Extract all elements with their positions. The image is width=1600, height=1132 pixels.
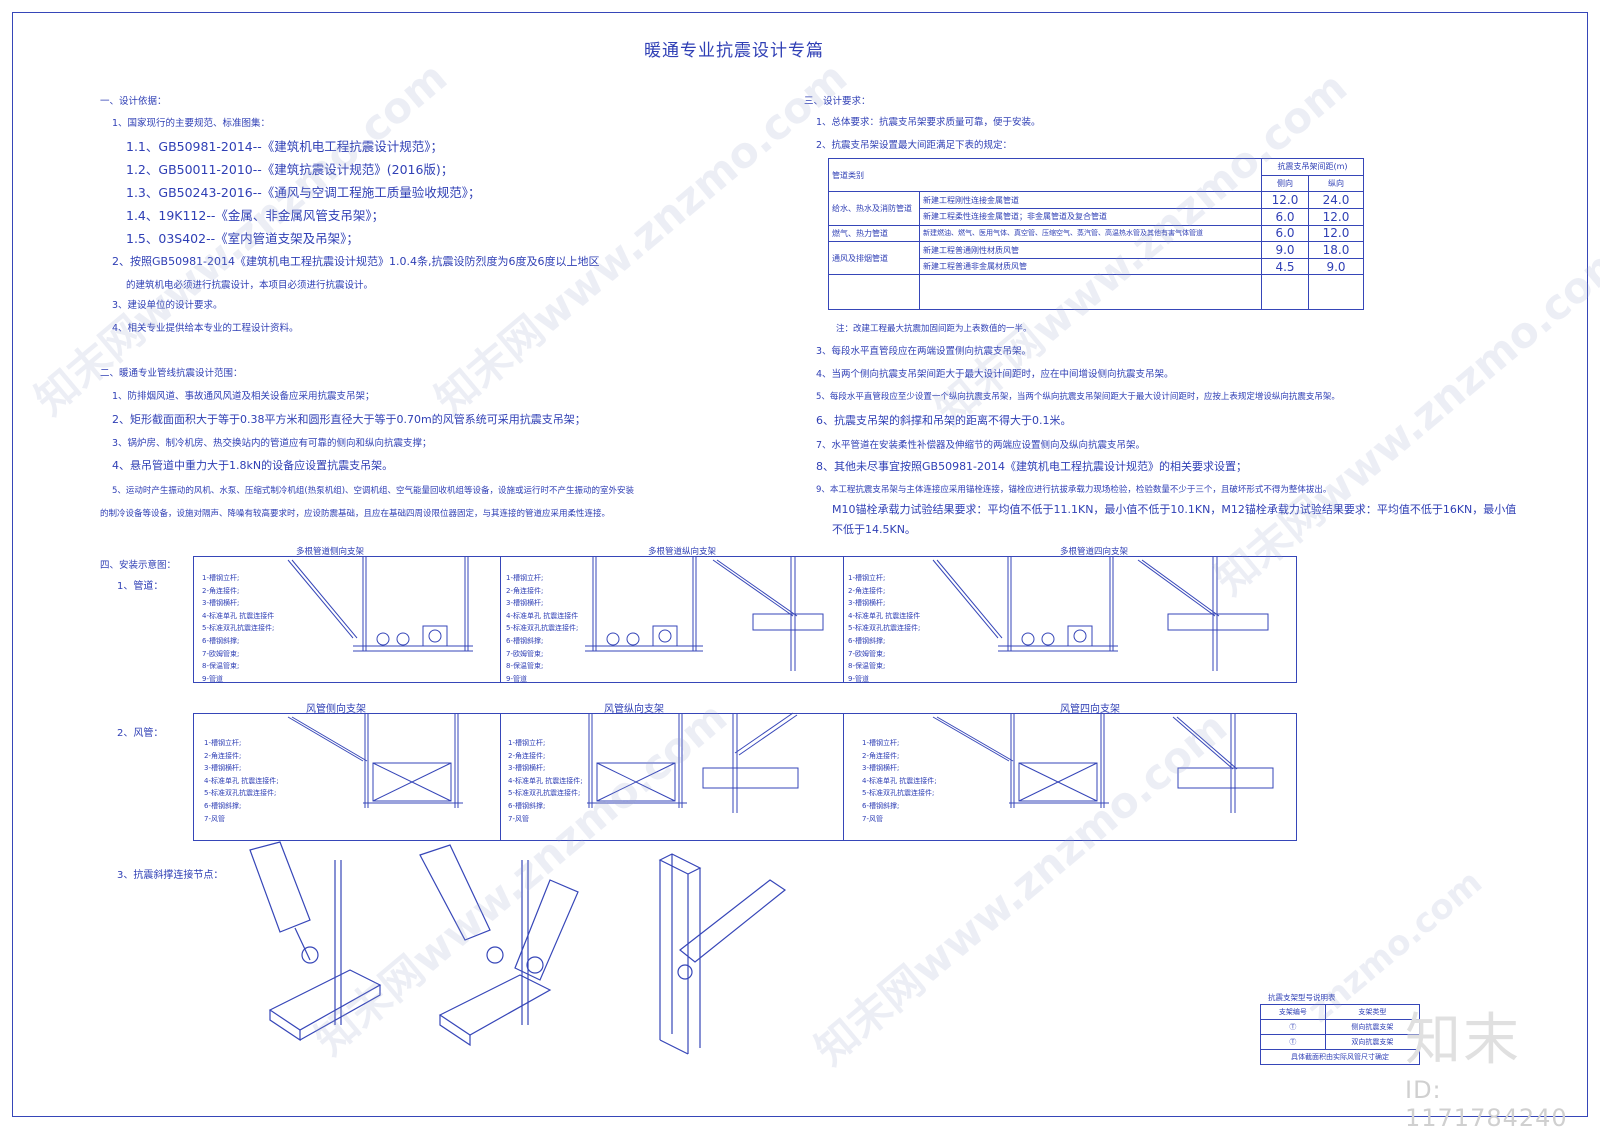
duct-support-drawings (287, 712, 1274, 813)
table-cell-empty (1308, 274, 1364, 310)
legend-header-code: 支架编号 (1260, 1004, 1326, 1020)
table-cell: 6.0 (1261, 224, 1309, 243)
s3-item: 7、水平管道在安装柔性补偿器及伸缩节的两端应设置侧向及纵向抗震支吊架。 (816, 440, 1146, 451)
s3-item: 5、每段水平直管段应至少设置一个纵向抗震支吊架，当两个纵向抗震支吊架间距大于最大… (816, 392, 1340, 402)
s3-item: 9、本工程抗震支吊架与主体连接应采用锚栓连接，锚栓应进行抗拔承载力现场检验，检验… (816, 485, 1332, 495)
pipe-panel-title: 多根管道侧向支架 (296, 547, 365, 557)
s1-item: 4、相关专业提供给本专业的工程设计资料。 (112, 323, 299, 334)
pipe-label: 1、管道： (117, 581, 164, 592)
table-group: 给水、热水及消防管道 (828, 191, 920, 226)
table-group: 通风及排烟管道 (828, 241, 920, 276)
s2-item: 的制冷设备等设备，设施对隔声、降噪有较高要求时，应设防震基础，且应在基础四周设限… (100, 509, 611, 519)
s3-item: 6、抗震支吊架的斜撑和吊架的距离不得大于0.1米。 (816, 414, 1072, 427)
table-cell: 12.0 (1308, 224, 1364, 243)
duct-panel-title: 风管侧向支架 (306, 704, 366, 715)
section1-heading: 一、设计依据： (100, 96, 167, 107)
table-cell: 18.0 (1308, 241, 1364, 259)
s3-item: 8、其他未尽事宜按照GB50981-2014《建筑机电工程抗震设计规范》的相关要… (816, 460, 1248, 473)
image-id: ID: 1171784240 (1405, 1076, 1568, 1132)
legend-table: 支架编号 支架类型 Ⓣ 侧向抗震支架 Ⓣ 双向抗震支架 具体截面积由实际风管尺寸… (1260, 1004, 1421, 1065)
spacing-table: 管道类别 抗震支吊架间距(m) 侧向 纵向 给水、热水及消防管道 新建工程刚性连… (828, 157, 1364, 310)
s1-item: 的建筑机电必须进行抗震设计，本项目必须进行抗震设计。 (126, 280, 374, 291)
table-cell: 6.0 (1261, 207, 1309, 226)
drawing-frame (12, 12, 1588, 1117)
duct-panel-divider (500, 713, 844, 841)
section4-heading: 四、安装示意图： (100, 560, 177, 571)
duct-parts-list: 1-槽钢立杆;2-角连接件;3-槽钢横杆; 4-标准单孔 抗震连接件;5-标准双… (204, 739, 279, 823)
s2-item: 2、矩形截面面积大于等于0.38平方米和圆形直径大于等于0.70m的风管系统可采… (112, 413, 586, 426)
page-title: 暖通专业抗震设计专篇 (644, 41, 824, 61)
table-cell: 9.0 (1261, 241, 1309, 259)
table-cell: 12.0 (1308, 207, 1364, 226)
duct-parts-list: 1-槽钢立杆;2-角连接件;3-槽钢横杆; 4-标准单孔 抗震连接件;5-标准双… (508, 739, 583, 823)
table-cell-empty (919, 274, 1262, 310)
s2-item: 4、悬吊管道中重力大于1.8kN的设备应设置抗震支吊架。 (112, 459, 394, 472)
pipe-panels (193, 556, 1297, 683)
pipe-panel-title: 多根管道四向支架 (1060, 547, 1129, 557)
s1-item: 1.3、GB50243-2016--《通风与空调工程施工质量验收规范》； (126, 185, 481, 200)
duct-panels (193, 713, 1297, 841)
table-note: 注：改建工程最大抗震加固间距为上表数值的一半。 (836, 324, 1032, 334)
brace-node-drawings (249, 841, 787, 1055)
pipe-support-drawings (287, 556, 1269, 671)
s1-item: 1.4、19K112--《金属、非金属风管支吊架》； (126, 208, 385, 223)
table-header-spacing: 抗震支吊架间距(m) (1261, 158, 1364, 176)
s1-item: 1.2、GB50011-2010--《建筑抗震设计规范》(2016版)； (126, 162, 454, 177)
s3-item: 1、总体要求：抗震支吊架要求质量可靠，便于安装。 (816, 117, 1041, 128)
s1-item: 1、国家现行的主要规范、标准图集： (112, 118, 271, 129)
table-cell-empty (828, 274, 920, 310)
duct-label: 2、风管： (117, 728, 164, 739)
s1-item: 2、按照GB50981-2014《建筑机电工程抗震设计规范》1.0.4条,抗震设… (112, 255, 600, 268)
s3-item: 4、当两个侧向抗震支吊架间距大于最大设计间距时，应在中间增设侧向抗震支吊架。 (816, 369, 1174, 380)
s3-item: 3、每段水平直管段应在两端设置侧向抗震支吊架。 (816, 346, 1032, 357)
table-header-longitudinal: 纵向 (1308, 174, 1364, 193)
s1-item: 3、建设单位的设计要求。 (112, 300, 223, 311)
s1-item: 1.5、03S402--《室内管道支架及吊架》； (126, 231, 359, 246)
table-cell: 24.0 (1308, 191, 1364, 209)
duct-parts-list: 1-槽钢立杆;2-角连接件;3-槽钢横杆; 4-标准单孔 抗震连接件;5-标准双… (862, 739, 937, 823)
table-header-type: 管道类别 (828, 157, 1262, 193)
table-cell: 新建工程普通非金属材质风管 (919, 257, 1262, 276)
s3-item: M10锚栓承载力试验结果要求：平均值不低于11.1KN，最小值不低于10.1KN… (832, 503, 1517, 516)
duct-panel-title: 风管纵向支架 (604, 704, 664, 715)
s2-item: 1、防排烟风道、事故通风风道及相关设备应采用抗震支吊架； (112, 391, 375, 402)
pipe-panel-divider (500, 556, 844, 683)
table-cell: 新建工程柔性连接金属管道；非金属管道及复合管道 (919, 207, 1262, 226)
section2-heading: 二、暖通专业管线抗震设计范围： (100, 368, 243, 379)
legend-title: 抗震支架型号说明表 (1268, 993, 1336, 1002)
table-group: 燃气、热力管道 (828, 224, 920, 243)
s1-item: 1.1、GB50981-2014--《建筑机电工程抗震设计规范》； (126, 139, 443, 154)
legend-code: Ⓣ (1260, 1019, 1326, 1035)
table-cell: 新建燃油、燃气、医用气体、真空管、压缩空气、蒸汽管、高温热水管及其他有害气体管道 (919, 224, 1262, 243)
table-cell: 新建工程普通刚性材质风管 (919, 241, 1262, 259)
s2-item: 5、运动时产生振动的风机、水泵、压缩式制冷机组(热泵机组)、空调机组、空气能量回… (112, 486, 635, 496)
table-cell: 新建工程刚性连接金属管道 (919, 191, 1262, 209)
s2-item: 3、锅炉房、制冷机房、热交换站内的管道应有可靠的侧向和纵向抗震支撑； (112, 438, 432, 449)
node-label: 3、抗震斜撑连接节点： (117, 870, 224, 881)
table-cell: 4.5 (1261, 257, 1309, 276)
table-cell: 12.0 (1261, 191, 1309, 209)
s3-item: 2、抗震支吊架设置最大间距满足下表的规定： (816, 140, 1013, 151)
table-cell: 9.0 (1308, 257, 1364, 276)
legend-code: Ⓣ (1260, 1034, 1326, 1050)
table-cell-empty (1261, 274, 1309, 310)
s3-item: 不低于14.5KN。 (832, 523, 916, 536)
table-header-lateral: 侧向 (1261, 174, 1309, 193)
duct-panel-title: 风管四向支架 (1060, 704, 1120, 715)
legend-footer: 具体截面积由实际风管尺寸确定 (1260, 1049, 1420, 1065)
znzmo-logo: 知末 (1405, 1008, 1521, 1073)
section3-heading: 三、设计要求： (804, 96, 871, 107)
pipe-panel-title: 多根管道纵向支架 (648, 547, 717, 557)
